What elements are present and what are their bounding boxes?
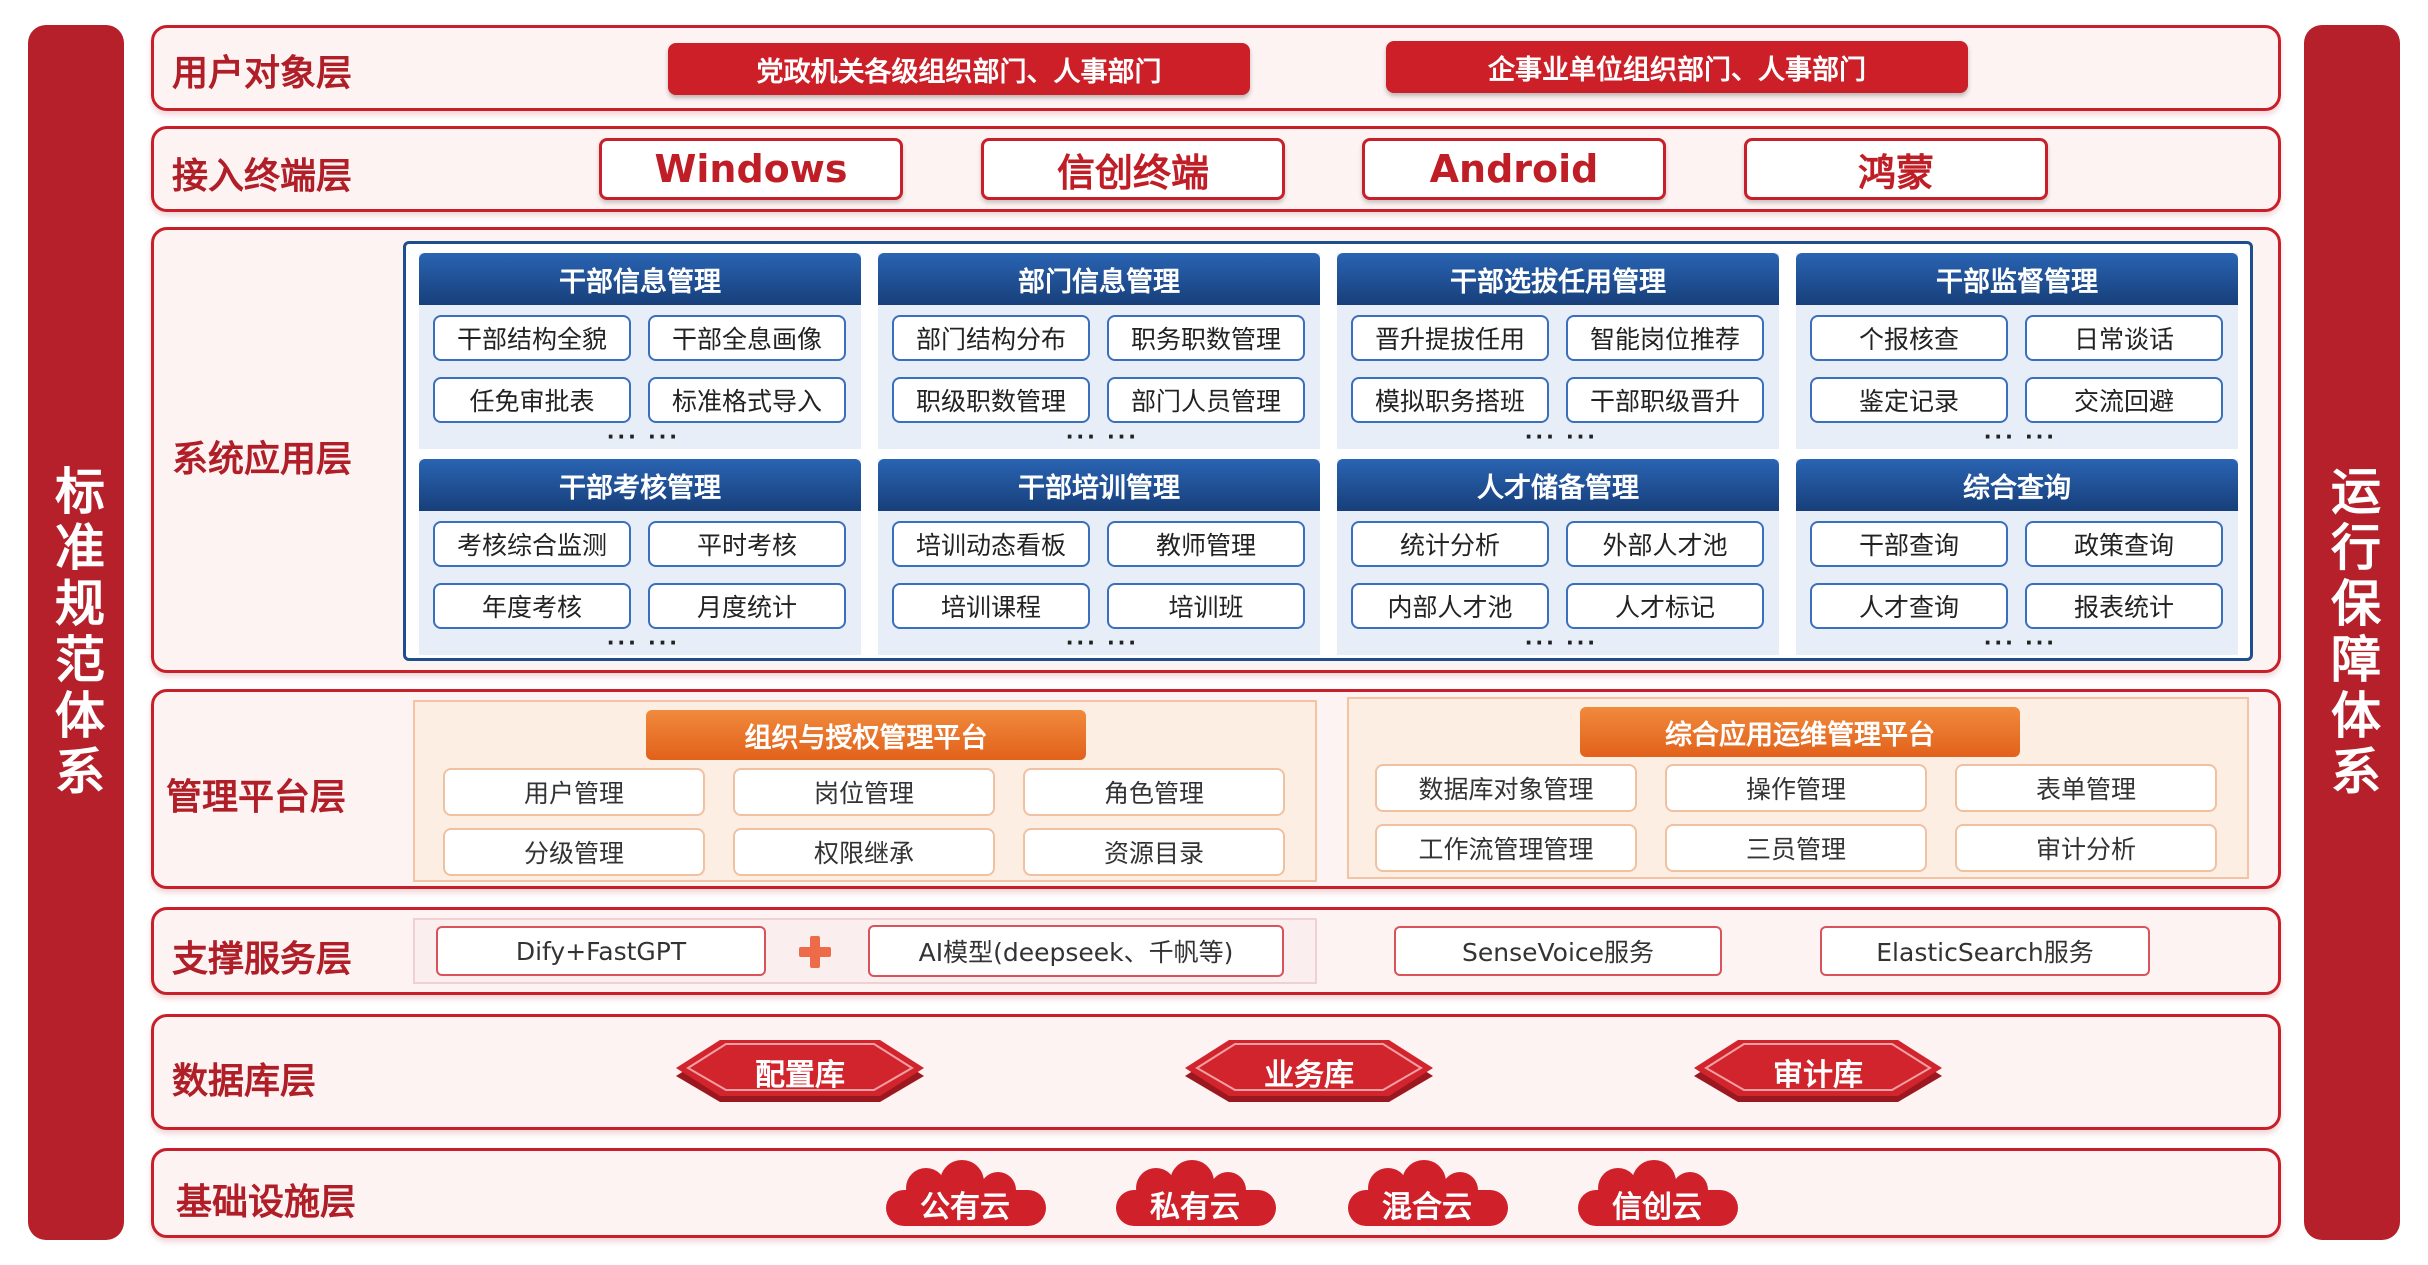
module-item: 报表统计 (2025, 583, 2223, 629)
platform-item: 用户管理 (443, 768, 705, 816)
terminal-layer-title: 接入终端层 (172, 156, 353, 197)
platform-item: 数据库对象管理 (1375, 764, 1637, 812)
module-item: 外部人才池 (1566, 521, 1764, 567)
standards-pillar: 标准规范体系 (28, 25, 124, 1240)
terminal-android: Android (1362, 138, 1666, 200)
standards-pillar-label: 标准规范体系 (47, 464, 105, 801)
module-item: 晋升提拔任用 (1351, 315, 1549, 361)
database-label: 配置库 (755, 1058, 845, 1093)
platform-item: 表单管理 (1955, 764, 2217, 812)
more-ellipsis: ··· ··· (1066, 421, 1140, 451)
module-item: 内部人才池 (1351, 583, 1549, 629)
auth-platform-title: 组织与授权管理平台 (646, 710, 1086, 760)
module-item: 交流回避 (2025, 377, 2223, 423)
platform-item: 分级管理 (443, 828, 705, 876)
module-item: 统计分析 (1351, 521, 1549, 567)
module-item: 培训班 (1107, 583, 1305, 629)
module-item: 职务职数管理 (1107, 315, 1305, 361)
module-item: 职级职数管理 (892, 377, 1090, 423)
module-item: 部门人员管理 (1107, 377, 1305, 423)
module-group-title: 干部培训管理 (878, 459, 1320, 511)
cloud-label: 私有云 (1150, 1190, 1240, 1225)
platform-item: 权限继承 (733, 828, 995, 876)
module-item: 干部结构全貌 (433, 315, 631, 361)
module-item: 年度考核 (433, 583, 631, 629)
platform-item: 资源目录 (1023, 828, 1285, 876)
more-ellipsis: ··· ··· (607, 627, 681, 657)
ops-platform-title: 综合应用运维管理平台 (1580, 707, 2020, 757)
database-label: 业务库 (1264, 1058, 1354, 1093)
user-enterprise-box: 企事业单位组织部门、人事部门 (1386, 41, 1968, 93)
module-item: 人才查询 (1810, 583, 2008, 629)
module-item: 考核综合监测 (433, 521, 631, 567)
module-item: 干部全息画像 (648, 315, 846, 361)
cloud-label: 混合云 (1382, 1190, 1472, 1225)
module-group-title: 人才储备管理 (1337, 459, 1779, 511)
module-item: 部门结构分布 (892, 315, 1090, 361)
module-group-title: 干部信息管理 (419, 253, 861, 305)
module-item: 干部职级晋升 (1566, 377, 1764, 423)
sensevoice-box: SenseVoice服务 (1394, 926, 1722, 976)
module-item: 培训课程 (892, 583, 1090, 629)
platform-item: 岗位管理 (733, 768, 995, 816)
module-item: 日常谈话 (2025, 315, 2223, 361)
platform-item: 审计分析 (1955, 824, 2217, 872)
module-item: 政策查询 (2025, 521, 2223, 567)
platform-item: 角色管理 (1023, 768, 1285, 816)
terminal-harmony: 鸿蒙 (1744, 138, 2048, 200)
cloud-icon: 私有云 (1106, 1160, 1284, 1232)
module-group-title: 干部监督管理 (1796, 253, 2238, 305)
module-group-title: 干部考核管理 (419, 459, 861, 511)
cloud-icon: 混合云 (1338, 1160, 1516, 1232)
module-item: 月度统计 (648, 583, 846, 629)
cloud-label: 公有云 (920, 1190, 1010, 1225)
cloud-icon: 信创云 (1568, 1160, 1746, 1232)
support-layer-title: 支撑服务层 (172, 939, 353, 980)
module-item: 任免审批表 (433, 377, 631, 423)
module-item: 人才标记 (1566, 583, 1764, 629)
elasticsearch-box: ElasticSearch服务 (1820, 926, 2150, 976)
terminal-windows: Windows (599, 138, 903, 200)
database-icon: 审计库 (1686, 1032, 1950, 1116)
module-group-title: 部门信息管理 (878, 253, 1320, 305)
module-group-title: 综合查询 (1796, 459, 2238, 511)
database-label: 审计库 (1773, 1058, 1863, 1093)
platform-layer-title: 管理平台层 (166, 777, 347, 818)
database-icon: 配置库 (668, 1032, 932, 1116)
infra-layer-title: 基础设施层 (176, 1182, 357, 1223)
plus-icon (797, 934, 833, 970)
cloud-icon: 公有云 (876, 1160, 1054, 1232)
user-party-box: 党政机关各级组织部门、人事部门 (668, 43, 1250, 95)
ai-model-box: AI模型(deepseek、千帆等) (868, 925, 1284, 977)
operations-pillar: 运行保障体系 (2304, 25, 2400, 1240)
more-ellipsis: ··· ··· (1066, 627, 1140, 657)
dify-fastgpt-box: Dify+FastGPT (436, 926, 766, 976)
more-ellipsis: ··· ··· (1525, 421, 1599, 451)
module-item: 干部查询 (1810, 521, 2008, 567)
platform-item: 工作流管理管理 (1375, 824, 1637, 872)
module-item: 模拟职务搭班 (1351, 377, 1549, 423)
platform-item: 操作管理 (1665, 764, 1927, 812)
module-item: 智能岗位推荐 (1566, 315, 1764, 361)
module-item: 鉴定记录 (1810, 377, 2008, 423)
application-layer-title: 系统应用层 (172, 439, 353, 480)
more-ellipsis: ··· ··· (607, 421, 681, 451)
terminal-xinchuang: 信创终端 (981, 138, 1285, 200)
user-layer-title: 用户对象层 (172, 53, 353, 94)
platform-item: 三员管理 (1665, 824, 1927, 872)
operations-pillar-label: 运行保障体系 (2323, 464, 2381, 801)
database-icon: 业务库 (1177, 1032, 1441, 1116)
more-ellipsis: ··· ··· (1525, 627, 1599, 657)
module-group-title: 干部选拔任用管理 (1337, 253, 1779, 305)
module-item: 标准格式导入 (648, 377, 846, 423)
database-layer-title: 数据库层 (172, 1061, 317, 1102)
more-ellipsis: ··· ··· (1984, 627, 2058, 657)
module-item: 教师管理 (1107, 521, 1305, 567)
module-item: 个报核查 (1810, 315, 2008, 361)
cloud-label: 信创云 (1612, 1190, 1702, 1225)
module-item: 培训动态看板 (892, 521, 1090, 567)
module-item: 平时考核 (648, 521, 846, 567)
more-ellipsis: ··· ··· (1984, 421, 2058, 451)
